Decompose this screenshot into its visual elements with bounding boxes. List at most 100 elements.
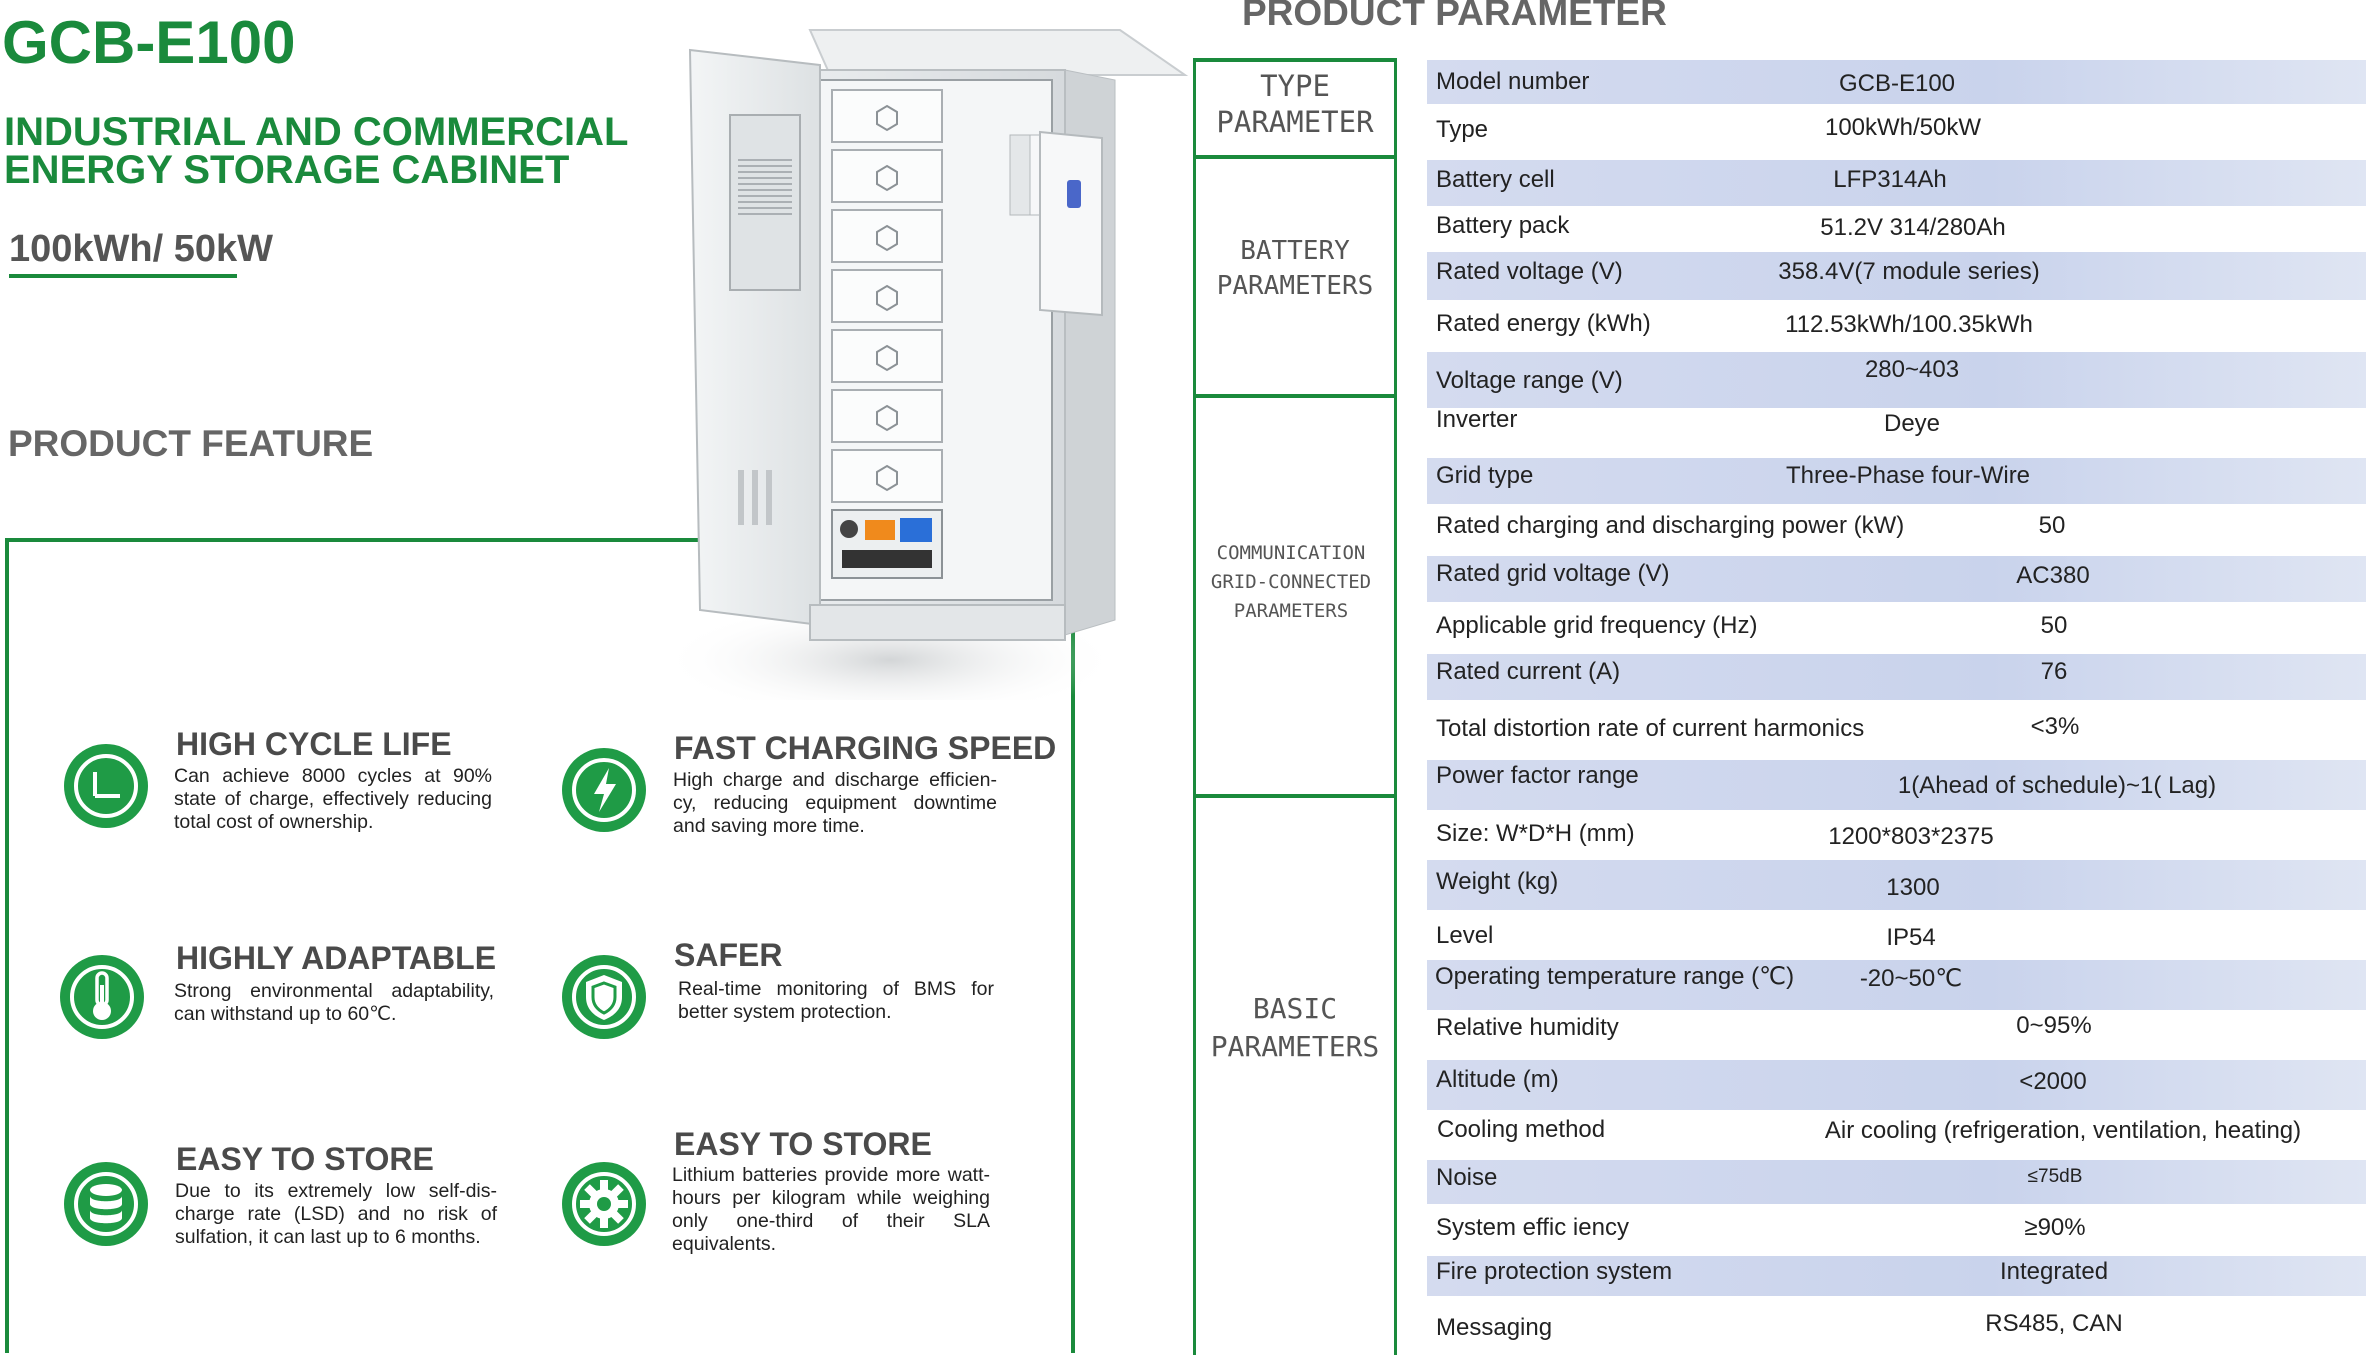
category-type: TYPE PARAMETER — [1196, 68, 1394, 140]
row-value: 50 — [2038, 512, 2066, 539]
table-row: Rated current (A) 76 — [1427, 652, 2366, 700]
row-key: Level — [1436, 922, 1494, 949]
feature-desc-3: Strong environmental adaptability, can w… — [174, 980, 494, 1025]
row-key: Altitude (m) — [1436, 1066, 1559, 1093]
database-icon — [64, 1162, 148, 1246]
table-row: Voltage range (V) 280~403 — [1427, 350, 2366, 408]
feature-heading: PRODUCT FEATURE — [8, 423, 374, 464]
table-row: Altitude (m) <2000 — [1427, 1058, 2366, 1110]
row-value: LFP314Ah — [1833, 166, 1947, 193]
row-value: 0~95% — [2016, 1012, 2092, 1039]
feature-title-4: SAFER — [674, 937, 783, 973]
subtitle-line1: INDUSTRIAL AND COMMERCIAL — [4, 110, 629, 154]
table-row: Type 100kWh/50kW — [1427, 102, 2366, 158]
category-battery-line1: BATTERY — [1240, 236, 1350, 266]
feature-desc-1: Can achieve 8000 cycles at 90% state of … — [174, 765, 492, 833]
category-battery: BATTERY PARAMETERS — [1196, 234, 1394, 304]
table-row: Fire protection system Integrated — [1427, 1254, 2366, 1296]
table-row: Noise ≤75dB — [1427, 1158, 2366, 1204]
row-value: 100kWh/50kW — [1824, 114, 1982, 141]
category-divider — [1196, 58, 1394, 62]
table-row: Messaging RS485, CAN — [1427, 1294, 2366, 1355]
cabinet-illustration — [660, 29, 1189, 700]
row-value: 112.53kWh/100.35kWh — [1785, 311, 2033, 338]
feature-box — [5, 538, 1075, 1353]
category-battery-line2: PARAMETERS — [1216, 271, 1374, 301]
feature-title-2: FAST CHARGING SPEED — [674, 730, 1057, 766]
clock-icon — [64, 744, 148, 828]
thermometer-icon — [60, 955, 144, 1039]
table-row: Battery cell LFP314Ah — [1427, 158, 2366, 206]
category-type-line2: PARAMETER — [1216, 105, 1374, 139]
feature-title-6: EASY TO STORE — [674, 1126, 932, 1162]
model-title: GCB-E100 — [2, 9, 296, 76]
row-key: Operating temperature range (℃) — [1435, 963, 1795, 990]
table-row: Power factor range 1(Ahead of schedule)~… — [1427, 758, 2366, 810]
row-key: Type — [1436, 116, 1489, 143]
row-key: Power factor range — [1436, 762, 1639, 789]
table-row: Cooling method Air cooling (refrigeratio… — [1427, 1108, 2366, 1158]
category-comm-line3: PARAMETERS — [1233, 600, 1349, 622]
row-value: 50 — [2040, 612, 2068, 639]
row-key: System effic iency — [1436, 1214, 1629, 1241]
category-divider — [1196, 155, 1394, 159]
row-key: Model number — [1436, 68, 1590, 95]
table-row: Inverter Deye — [1427, 406, 2366, 456]
capacity-underline — [9, 274, 237, 278]
row-key: Rated grid voltage (V) — [1436, 560, 1670, 587]
table-row: Rated voltage (V) 358.4V(7 module series… — [1427, 250, 2366, 300]
table-row: Model number GCB-E100 — [1427, 58, 2366, 104]
table-row: System effic iency ≥90% — [1427, 1202, 2366, 1254]
row-key: Inverter — [1436, 406, 1518, 433]
row-value: -20~50℃ — [1859, 965, 1963, 992]
row-value: ≥90% — [2024, 1214, 2086, 1241]
row-key: Battery cell — [1436, 166, 1555, 193]
category-communication: COMMUNICATION GRID-CONNECTED PARAMETERS — [1192, 539, 1390, 626]
feature-desc-2: High charge and discharge efficien-cy, r… — [673, 769, 997, 837]
table-row: Rated energy (kWh) 112.53kWh/100.35kWh — [1427, 298, 2366, 350]
category-comm-line2: GRID-CONNECTED — [1210, 571, 1372, 593]
parameter-heading: PRODUCT PARAMETER — [1242, 0, 1667, 33]
feature-desc-5: Due to its extremely low self-dis-charge… — [175, 1180, 497, 1248]
feature-title-1: HIGH CYCLE LIFE — [176, 726, 452, 762]
table-row: Total distortion rate of current harmoni… — [1427, 698, 2366, 758]
row-value: Integrated — [1999, 1258, 2109, 1285]
feature-desc-4: Real-time monitoring of BMS for better s… — [678, 978, 994, 1023]
category-type-line1: TYPE — [1260, 69, 1330, 103]
row-key: Cooling method — [1437, 1116, 1606, 1143]
table-row: Grid type Three-Phase four-Wire — [1427, 456, 2366, 504]
feature-title-3: HIGHLY ADAPTABLE — [176, 940, 497, 976]
capacity-label: 100kWh/ 50kW — [9, 228, 273, 270]
table-row: Operating temperature range (℃) -20~50℃ — [1427, 958, 2366, 1010]
row-key: Applicable grid frequency (Hz) — [1436, 612, 1758, 639]
subtitle-line2: ENERGY STORAGE CABINET — [4, 148, 570, 192]
table-row: Rated grid voltage (V) AC380 — [1427, 554, 2366, 602]
row-value: AC380 — [2016, 562, 2090, 589]
gear-icon — [562, 1162, 646, 1246]
row-value: <2000 — [2019, 1068, 2087, 1095]
row-key: Rated charging and discharging power (kW… — [1436, 512, 1905, 539]
row-value: Three-Phase four-Wire — [1785, 462, 2031, 489]
category-basic-line1: BASIC — [1252, 992, 1338, 1025]
row-value: ≤75dB — [2027, 1166, 2083, 1187]
row-value: RS485, CAN — [1985, 1310, 2123, 1337]
category-divider — [1196, 794, 1394, 798]
table-row: Battery pack 51.2V 314/280Ah — [1427, 204, 2366, 250]
row-key: Total distortion rate of current harmoni… — [1436, 715, 1865, 742]
row-key: Weight (kg) — [1436, 868, 1559, 895]
shield-icon — [562, 955, 646, 1039]
row-key: Noise — [1436, 1164, 1498, 1191]
row-key: Rated energy (kWh) — [1436, 310, 1651, 337]
product-subtitle: INDUSTRIAL AND COMMERCIAL ENERGY STORAGE… — [4, 110, 629, 192]
table-row: Level IP54 — [1427, 908, 2366, 958]
category-comm-line1: COMMUNICATION — [1216, 542, 1366, 564]
row-key: Grid type — [1436, 462, 1534, 489]
feature-title-5: EASY TO STORE — [176, 1141, 434, 1177]
row-value: Air cooling (refrigeration, ventilation,… — [1824, 1117, 2302, 1144]
table-row: Rated charging and discharging power (kW… — [1427, 502, 2366, 554]
row-value: 280~403 — [1864, 356, 1960, 383]
row-value: 76 — [2040, 658, 2068, 685]
table-row: Weight (kg) 1300 — [1427, 858, 2366, 910]
row-value: 1200*803*2375 — [1828, 823, 1994, 850]
feature-desc-6: Lithium batteries provide more watt-hour… — [672, 1164, 990, 1255]
